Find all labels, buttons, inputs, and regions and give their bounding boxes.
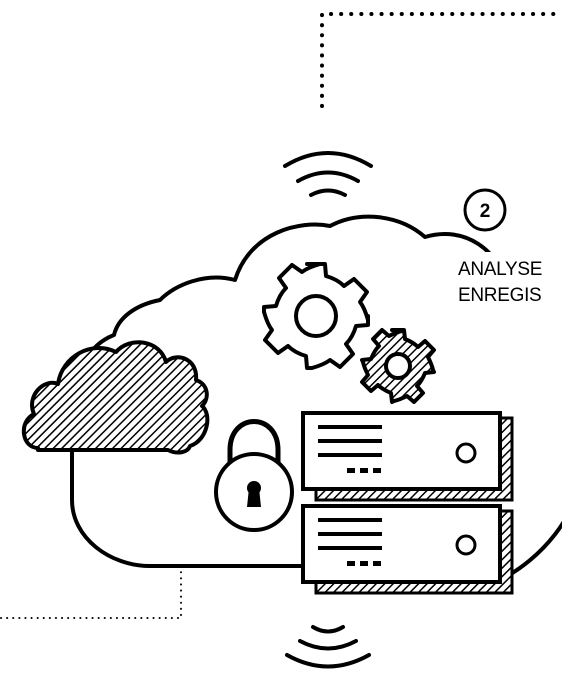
server-icon	[301, 504, 514, 595]
server-icon	[301, 411, 514, 502]
gear-icon	[360, 328, 436, 404]
step-badge: 2	[463, 188, 507, 232]
padlock-icon	[214, 419, 294, 532]
wifi-signal-icon	[285, 625, 371, 669]
dotted-connector-bottom	[0, 559, 182, 619]
cloud-icon	[22, 340, 210, 455]
gear-icon	[262, 262, 370, 370]
step-label-line2: ENREGIS	[458, 285, 541, 306]
step-label-line1: ANALYSE	[458, 259, 542, 280]
step-number: 2	[480, 201, 491, 222]
dotted-connector-top	[320, 12, 562, 108]
wifi-signal-icon	[283, 151, 373, 197]
